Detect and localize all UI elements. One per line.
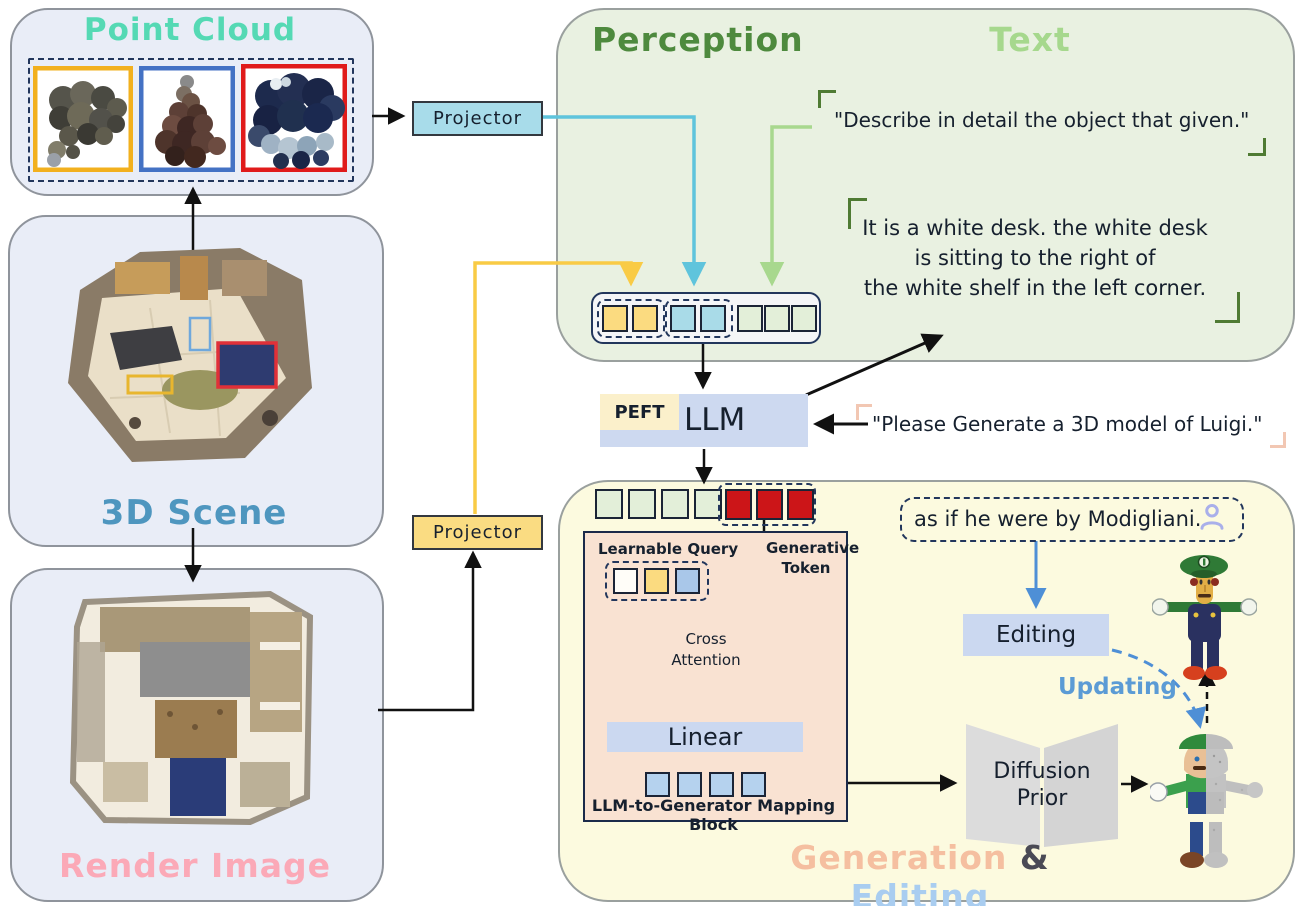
- projector-bottom-label: Projector: [433, 522, 522, 543]
- token-yellow-2: [632, 305, 658, 332]
- linear-box: Linear: [607, 722, 803, 752]
- gen-token-green-1: [595, 489, 623, 519]
- mapped-token-4: [741, 772, 766, 797]
- generative-token-line1: Generative: [766, 539, 860, 557]
- footer-generation: Generation: [790, 838, 1008, 877]
- editing-label: Editing: [995, 622, 1077, 648]
- perception-title: Perception: [592, 20, 804, 59]
- generate-quote: "Please Generate a 3D model of Luigi.": [872, 412, 1263, 436]
- gen-token-green-2: [628, 489, 656, 519]
- edit-instruction-box: [900, 497, 1244, 542]
- gen-token-green-3: [661, 489, 689, 519]
- generative-token-label: Generative Token: [766, 538, 860, 578]
- point-cloud-bed: [248, 73, 345, 169]
- point-cloud-pile: [155, 75, 226, 168]
- point-cloud-title: Point Cloud: [83, 12, 297, 48]
- luigi-generated-image: [1150, 733, 1263, 868]
- cross-attention-line1: Cross: [685, 630, 727, 648]
- gen-token-red-3: [787, 489, 814, 520]
- cross-attention-line2: Attention: [671, 651, 741, 669]
- mapped-token-3: [709, 772, 734, 797]
- editing-box: Editing: [963, 614, 1109, 656]
- generative-token-line2: Token: [781, 559, 831, 577]
- scene-title: 3D Scene: [100, 493, 288, 533]
- mapped-token-2: [677, 772, 702, 797]
- point-cloud-item-yellow-frame: [33, 66, 133, 172]
- token-yellow-1: [602, 305, 628, 332]
- response-close-bracket-icon: [1215, 292, 1240, 323]
- point-cloud-sofa: [47, 81, 127, 167]
- generation-footer: Generation & Editing: [730, 838, 1110, 906]
- diffusion-line2: Prior: [1016, 786, 1068, 811]
- generative-token-group: [718, 483, 816, 526]
- learnable-query-label: Learnable Query: [598, 540, 739, 558]
- linear-label: Linear: [667, 723, 743, 751]
- mapped-token-1: [645, 772, 670, 797]
- response-open-bracket-icon: [848, 198, 867, 229]
- query-token-white: [613, 568, 638, 594]
- quote-open-bracket-icon: [818, 90, 836, 108]
- edit-instruction-text: as if he were by Modigliani.: [914, 507, 1202, 531]
- diffusion-line1: Diffusion: [993, 759, 1091, 784]
- peft-box: PEFT: [600, 394, 679, 430]
- luigi-edited-image: [1152, 555, 1257, 680]
- llm-label: LLM: [684, 402, 746, 438]
- projector-top-label: Projector: [433, 108, 522, 129]
- token-text-1: [737, 305, 763, 332]
- describe-quote: "Describe in detail the object that give…: [834, 108, 1250, 132]
- arrow-render-to-projector: [378, 550, 482, 712]
- gen-token-red-1: [725, 489, 752, 520]
- token-cyan-2: [700, 305, 726, 332]
- learnable-query-group: [605, 561, 709, 601]
- response-line-1: It is a white desk. the white desk: [862, 216, 1208, 240]
- response-line-2: is sitting to the right of: [914, 246, 1156, 270]
- query-token-blue: [675, 568, 700, 594]
- text-heading: Text: [989, 20, 1071, 59]
- response-line-3: the white shelf in the left corner.: [863, 276, 1207, 300]
- response-text: It is a white desk. the white desk is si…: [845, 213, 1225, 303]
- gen-token-green-4: [694, 489, 722, 519]
- user-icon: [1200, 504, 1224, 530]
- projector-top-box: Projector: [412, 101, 543, 136]
- token-cyan-1: [670, 305, 696, 332]
- point-cloud-item-blue-frame: [139, 66, 235, 172]
- query-token-yellow: [644, 568, 669, 594]
- token-text-3: [791, 305, 817, 332]
- generate-close-bracket-icon: [1270, 432, 1286, 448]
- quote-close-bracket-icon: [1248, 138, 1266, 156]
- cross-attention-label: Cross Attention: [640, 629, 772, 671]
- footer-ampersand: &: [1019, 838, 1050, 877]
- render-title: Render Image: [59, 846, 331, 885]
- peft-label: PEFT: [614, 401, 665, 423]
- scene-image: [68, 248, 312, 462]
- token-group-pointcloud: [665, 299, 733, 338]
- point-cloud-dashed-region: [28, 58, 354, 182]
- render-image: [69, 590, 314, 826]
- point-cloud-item-red-frame: [241, 64, 347, 172]
- diffusion-prior-label: Diffusion Prior: [972, 758, 1112, 812]
- gen-token-red-2: [756, 489, 783, 520]
- token-text-2: [764, 305, 790, 332]
- generate-open-bracket-icon: [856, 404, 872, 420]
- projector-bottom-box: Projector: [412, 515, 543, 550]
- mapping-block-caption: LLM-to-Generator Mapping Block: [591, 796, 836, 834]
- footer-editing: Editing: [850, 877, 990, 906]
